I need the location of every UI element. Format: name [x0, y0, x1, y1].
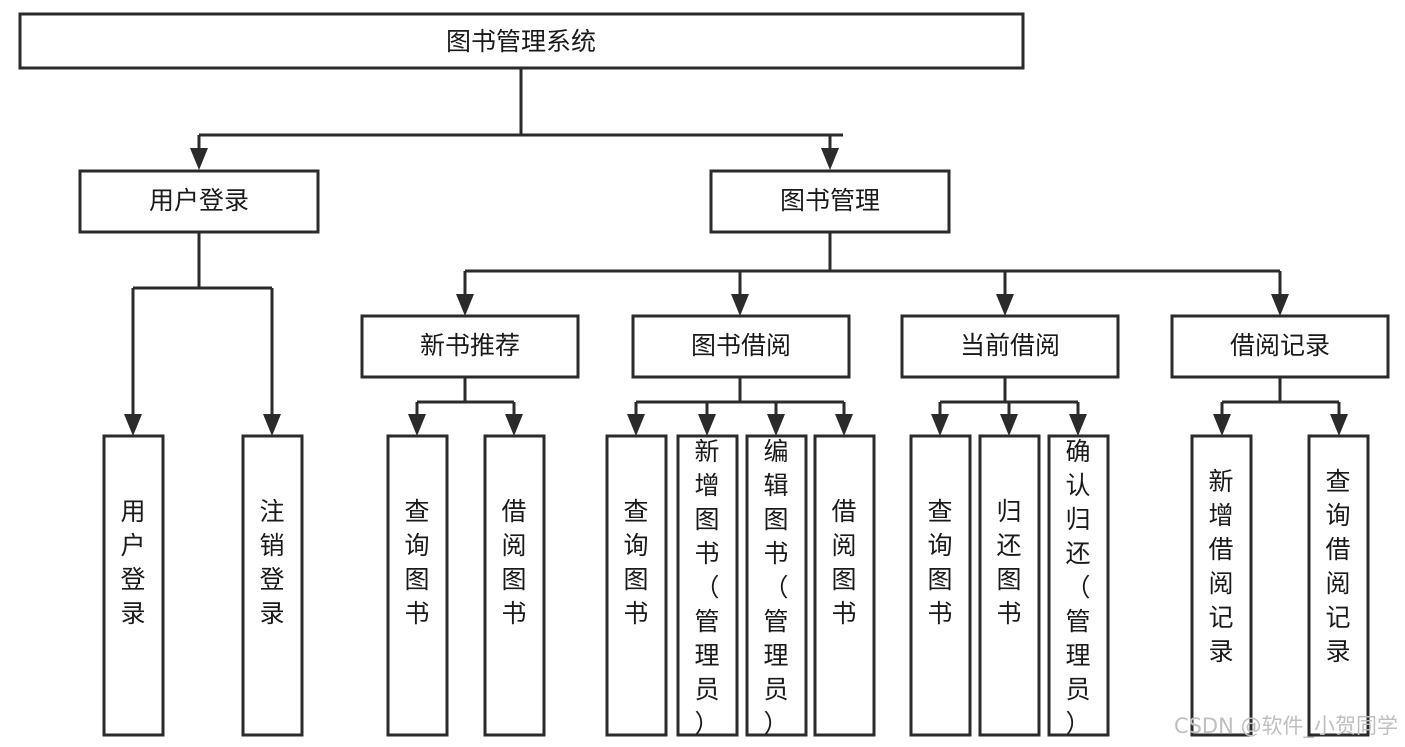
leaf-new-book-query[interactable]: 查询图书	[386, 434, 449, 737]
leaf-record-query-label: 查询借阅记录	[1325, 467, 1350, 666]
arrowhead-cb-leaf2	[1000, 414, 1018, 436]
leaf-record-add[interactable]: 新增借阅记录	[1190, 434, 1253, 737]
leaf-new-book-borrow-label: 借阅图书	[501, 497, 526, 628]
leaf-borrow-edit-book[interactable]: 编辑图书（管理员）	[745, 434, 808, 738]
node-user-login-box[interactable]	[78, 169, 320, 234]
arrowhead-nb-leaf1	[408, 414, 426, 436]
leaf-borrow-query-book-box[interactable]	[605, 434, 668, 737]
arrowhead-book-mgmt	[821, 148, 839, 170]
leaf-record-query-box[interactable]	[1307, 434, 1370, 737]
node-borrow-record-box[interactable]	[1170, 314, 1390, 379]
node-root-box[interactable]	[18, 12, 1025, 70]
leaf-borrow-query-book-label: 查询图书	[623, 497, 648, 628]
arrowhead-leaf-user-login	[124, 414, 142, 436]
leaf-current-query-book-box[interactable]	[909, 434, 972, 737]
leaf-current-confirm-return[interactable]: 确认归还（管理员）	[1047, 434, 1110, 738]
arrowhead-br-leaf1	[1213, 414, 1231, 436]
leaf-user-login-logout-label: 注销登录	[259, 497, 284, 628]
node-book-borrow-box[interactable]	[631, 314, 851, 379]
arrowhead-cb-leaf3	[1069, 414, 1087, 436]
node-new-book-recommend-box[interactable]	[360, 314, 580, 379]
arrowhead-book-borrow	[731, 294, 749, 316]
leaf-new-book-borrow[interactable]: 借阅图书	[483, 434, 546, 737]
leaf-new-book-query-label: 查询图书	[404, 497, 429, 628]
leaf-borrow-add-book[interactable]: 新增图书（管理员）	[676, 434, 739, 738]
node-book-borrow[interactable]: 图书借阅	[631, 314, 851, 379]
leaf-current-confirm-return-box[interactable]	[1047, 434, 1110, 737]
leaf-borrow-borrow-book-box[interactable]	[813, 434, 876, 737]
arrowhead-cb-leaf1	[931, 414, 949, 436]
leaf-borrow-add-book-box[interactable]	[676, 434, 739, 737]
arrowhead-br-leaf2	[1330, 414, 1348, 436]
arrowhead-bb-leaf2	[698, 414, 716, 436]
node-current-borrow-label: 当前借阅	[960, 331, 1060, 360]
leaf-current-return-book-box[interactable]	[978, 434, 1041, 737]
leaf-current-query-book-label: 查询图书	[927, 497, 952, 628]
leaf-current-return-book[interactable]: 归还图书	[978, 434, 1041, 737]
leaf-new-book-query-box[interactable]	[386, 434, 449, 737]
csdn-watermark: CSDN @软件_小贺同学	[1174, 714, 1398, 739]
node-book-management-label: 图书管理	[780, 186, 880, 215]
leaf-borrow-edit-book-box[interactable]	[745, 434, 808, 737]
leaf-user-login-logout[interactable]: 注销登录	[241, 434, 304, 737]
node-book-management-box[interactable]	[709, 169, 951, 234]
arrowhead-nb-leaf2	[505, 414, 523, 436]
node-root-label: 图书管理系统	[446, 27, 596, 56]
leaf-user-login-logout-box[interactable]	[241, 434, 304, 737]
node-new-book-recommend[interactable]: 新书推荐	[360, 314, 580, 379]
node-current-borrow-box[interactable]	[900, 314, 1120, 379]
leaf-current-query-book[interactable]: 查询图书	[909, 434, 972, 737]
arrowhead-current-borrow	[996, 294, 1014, 316]
leaf-borrow-add-book-label: 新增图书（管理员）	[694, 437, 719, 738]
leaf-new-book-borrow-box[interactable]	[483, 434, 546, 737]
leaf-borrow-query-book[interactable]: 查询图书	[605, 434, 668, 737]
node-borrow-record-label: 借阅记录	[1230, 331, 1330, 360]
node-book-borrow-label: 图书借阅	[691, 331, 791, 360]
connector-layer	[124, 68, 1348, 436]
leaf-record-query[interactable]: 查询借阅记录	[1307, 434, 1370, 737]
node-root-system[interactable]: 图书管理系统	[18, 12, 1025, 70]
arrowhead-bb-leaf4	[835, 414, 853, 436]
leaf-record-add-box[interactable]	[1190, 434, 1253, 737]
leaf-record-add-label: 新增借阅记录	[1208, 467, 1233, 666]
leaf-user-login-login[interactable]: 用户登录	[102, 434, 165, 737]
leaf-user-login-login-box[interactable]	[102, 434, 165, 737]
node-user-login-label: 用户登录	[149, 186, 249, 215]
node-current-borrow[interactable]: 当前借阅	[900, 314, 1120, 379]
arrowhead-bb-leaf3	[767, 414, 785, 436]
arrowhead-user-login	[190, 148, 208, 170]
leaf-current-return-book-label: 归还图书	[996, 497, 1021, 628]
node-new-book-recommend-label: 新书推荐	[420, 331, 520, 360]
arrowhead-borrow-record	[1271, 294, 1289, 316]
arrowhead-leaf-logout	[263, 414, 281, 436]
leaf-borrow-borrow-book[interactable]: 借阅图书	[813, 434, 876, 737]
arrowhead-new-book	[456, 294, 474, 316]
leaf-borrow-edit-book-label: 编辑图书（管理员）	[763, 437, 788, 738]
leaf-borrow-borrow-book-label: 借阅图书	[831, 497, 856, 628]
node-borrow-record[interactable]: 借阅记录	[1170, 314, 1390, 379]
leaf-user-login-login-label: 用户登录	[120, 497, 145, 628]
arrowhead-bb-leaf1	[627, 414, 645, 436]
node-book-management[interactable]: 图书管理	[709, 169, 951, 234]
leaf-current-confirm-return-label: 确认归还（管理员）	[1065, 437, 1090, 738]
node-user-login[interactable]: 用户登录	[78, 169, 320, 234]
